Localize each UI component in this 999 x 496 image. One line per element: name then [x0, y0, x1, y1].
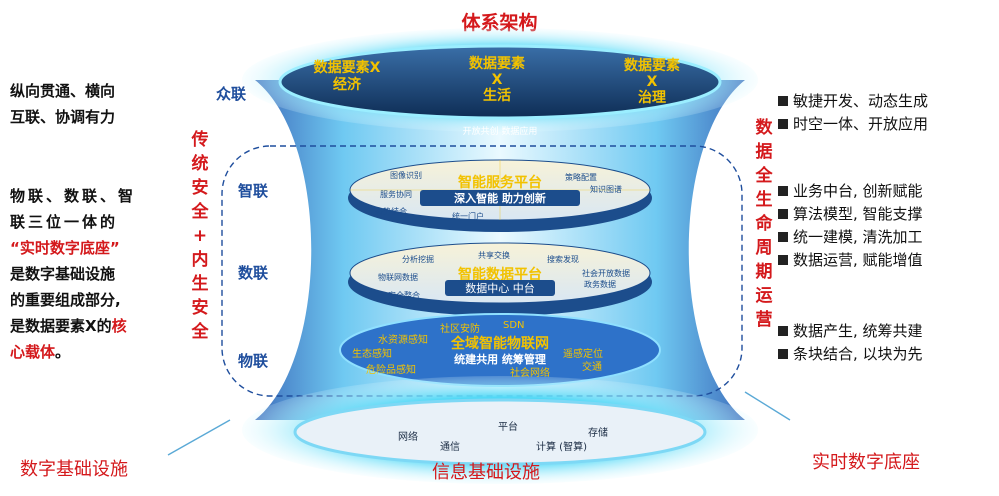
left-line: 的重要组成部分,: [10, 291, 121, 309]
bullet-item: 数据产生, 统筹共建: [778, 320, 923, 343]
data-label: 社会开放数据: [582, 269, 630, 278]
bullet-item: 敏捷开发、动态生成: [778, 90, 928, 113]
base-disc: [295, 400, 705, 464]
iot-label: 社区安防: [440, 324, 480, 335]
data-platform-subtitle: 数据中心 中台: [445, 280, 555, 296]
bullet-item: 算法模型, 智能支撑: [778, 203, 923, 226]
iot-subtitle: 统建共用 统筹管理: [454, 353, 546, 366]
bottom-label-digital-infra: 数字基础设施: [20, 459, 128, 480]
right-connector: [744, 391, 791, 421]
data-label: 政务数据: [584, 280, 616, 289]
bullet-item: 业务中台, 创新赋能: [778, 180, 923, 203]
vertical-security-text: 传统安 全+内 生安全: [191, 130, 209, 342]
iot-label: 生态感知: [352, 349, 392, 360]
bottom-label-realtime-base: 实时数字底座: [812, 452, 920, 473]
iot-label: 水资源感知: [378, 335, 428, 346]
vertical-lifecycle-text: 数据全 生命周 期运营: [755, 118, 773, 330]
layer-label-zhilian: 智联: [238, 182, 269, 200]
smart-label: 服务协同: [380, 190, 412, 199]
smart-label: 图像识别: [390, 171, 422, 180]
data-label: 共享交换: [478, 251, 510, 260]
bullet-item: 时空一体、开放应用: [778, 113, 928, 136]
left-highlight: “实时数字底座”: [10, 239, 120, 257]
base-label-comm: 通信: [440, 442, 460, 453]
left-line: 是数字基础设施: [10, 265, 116, 283]
left-summary-body: 物联、数联、智 联三位一体的 “实时数字底座” 是数字基础设施 的重要组成部分,…: [10, 183, 160, 365]
iot-disc: [340, 314, 660, 386]
iot-title: 全域智能物联网: [451, 336, 549, 352]
left-line: 物联、数联、智: [10, 187, 137, 205]
top-disc-caption: 开放共创 数据应用: [462, 127, 538, 137]
top-disc: [280, 46, 720, 118]
right-bullets-group2: 业务中台, 创新赋能 算法模型, 智能支撑 统一建模, 清洗加工 数据运营, 赋…: [778, 180, 923, 272]
data-label: 物联网数据: [378, 273, 418, 282]
smart-label: 策略配置: [565, 173, 597, 182]
left-line: 纵向贯通、横向: [10, 82, 116, 100]
smart-label: 统一门户: [452, 212, 484, 221]
iot-label: SDN: [503, 320, 525, 331]
smart-platform-title: 智能服务平台: [458, 175, 542, 191]
data-disc: [349, 242, 651, 304]
smart-label: 知识图谱: [590, 185, 622, 194]
bullet-item: 条块结合, 以块为先: [778, 343, 923, 366]
base-label-network: 网络: [398, 432, 418, 443]
iot-label: 危险品感知: [366, 365, 416, 376]
data-label: 安全整合: [388, 291, 420, 300]
data-platform-title: 智能数据平台: [458, 267, 542, 283]
data-label: 分析挖掘: [402, 255, 434, 264]
left-line-last2: 心载体。: [10, 343, 71, 361]
bullet-item: 统一建模, 清洗加工: [778, 226, 923, 249]
left-line: 互联、协调有力: [10, 108, 116, 126]
right-bullets-group3: 数据产生, 统筹共建 条块结合, 以块为先: [778, 320, 923, 366]
bottom-label-info-infra: 信息基础设施: [432, 462, 540, 483]
layer-label-zhonglian: 众联: [216, 85, 247, 103]
layer-label-shulian: 数联: [238, 264, 269, 282]
bullet-item: 数据运营, 赋能增值: [778, 249, 923, 272]
layer-label-wulian: 物联: [238, 352, 269, 370]
left-summary-top: 纵向贯通、横向 互联、协调有力: [10, 78, 160, 130]
smart-platform-subtitle: 深入智能 助力创新: [420, 190, 580, 206]
left-line: 联三位一体的: [10, 213, 119, 231]
base-label-compute: 计算 (智算): [536, 442, 587, 453]
base-label-storage: 存储: [588, 428, 608, 439]
right-bullets-group1: 敏捷开发、动态生成 时空一体、开放应用: [778, 90, 928, 136]
base-label-platform: 平台: [498, 422, 518, 433]
smart-label: 态势结合: [375, 207, 407, 216]
iot-label: 遥感定位: [563, 349, 603, 360]
left-connector: [167, 419, 231, 456]
iot-label: 交通: [582, 362, 602, 373]
data-label: 搜索发现: [547, 255, 579, 264]
iot-label: 社会网络: [510, 368, 550, 379]
left-line-last: 是数据要素X的核: [10, 317, 127, 335]
